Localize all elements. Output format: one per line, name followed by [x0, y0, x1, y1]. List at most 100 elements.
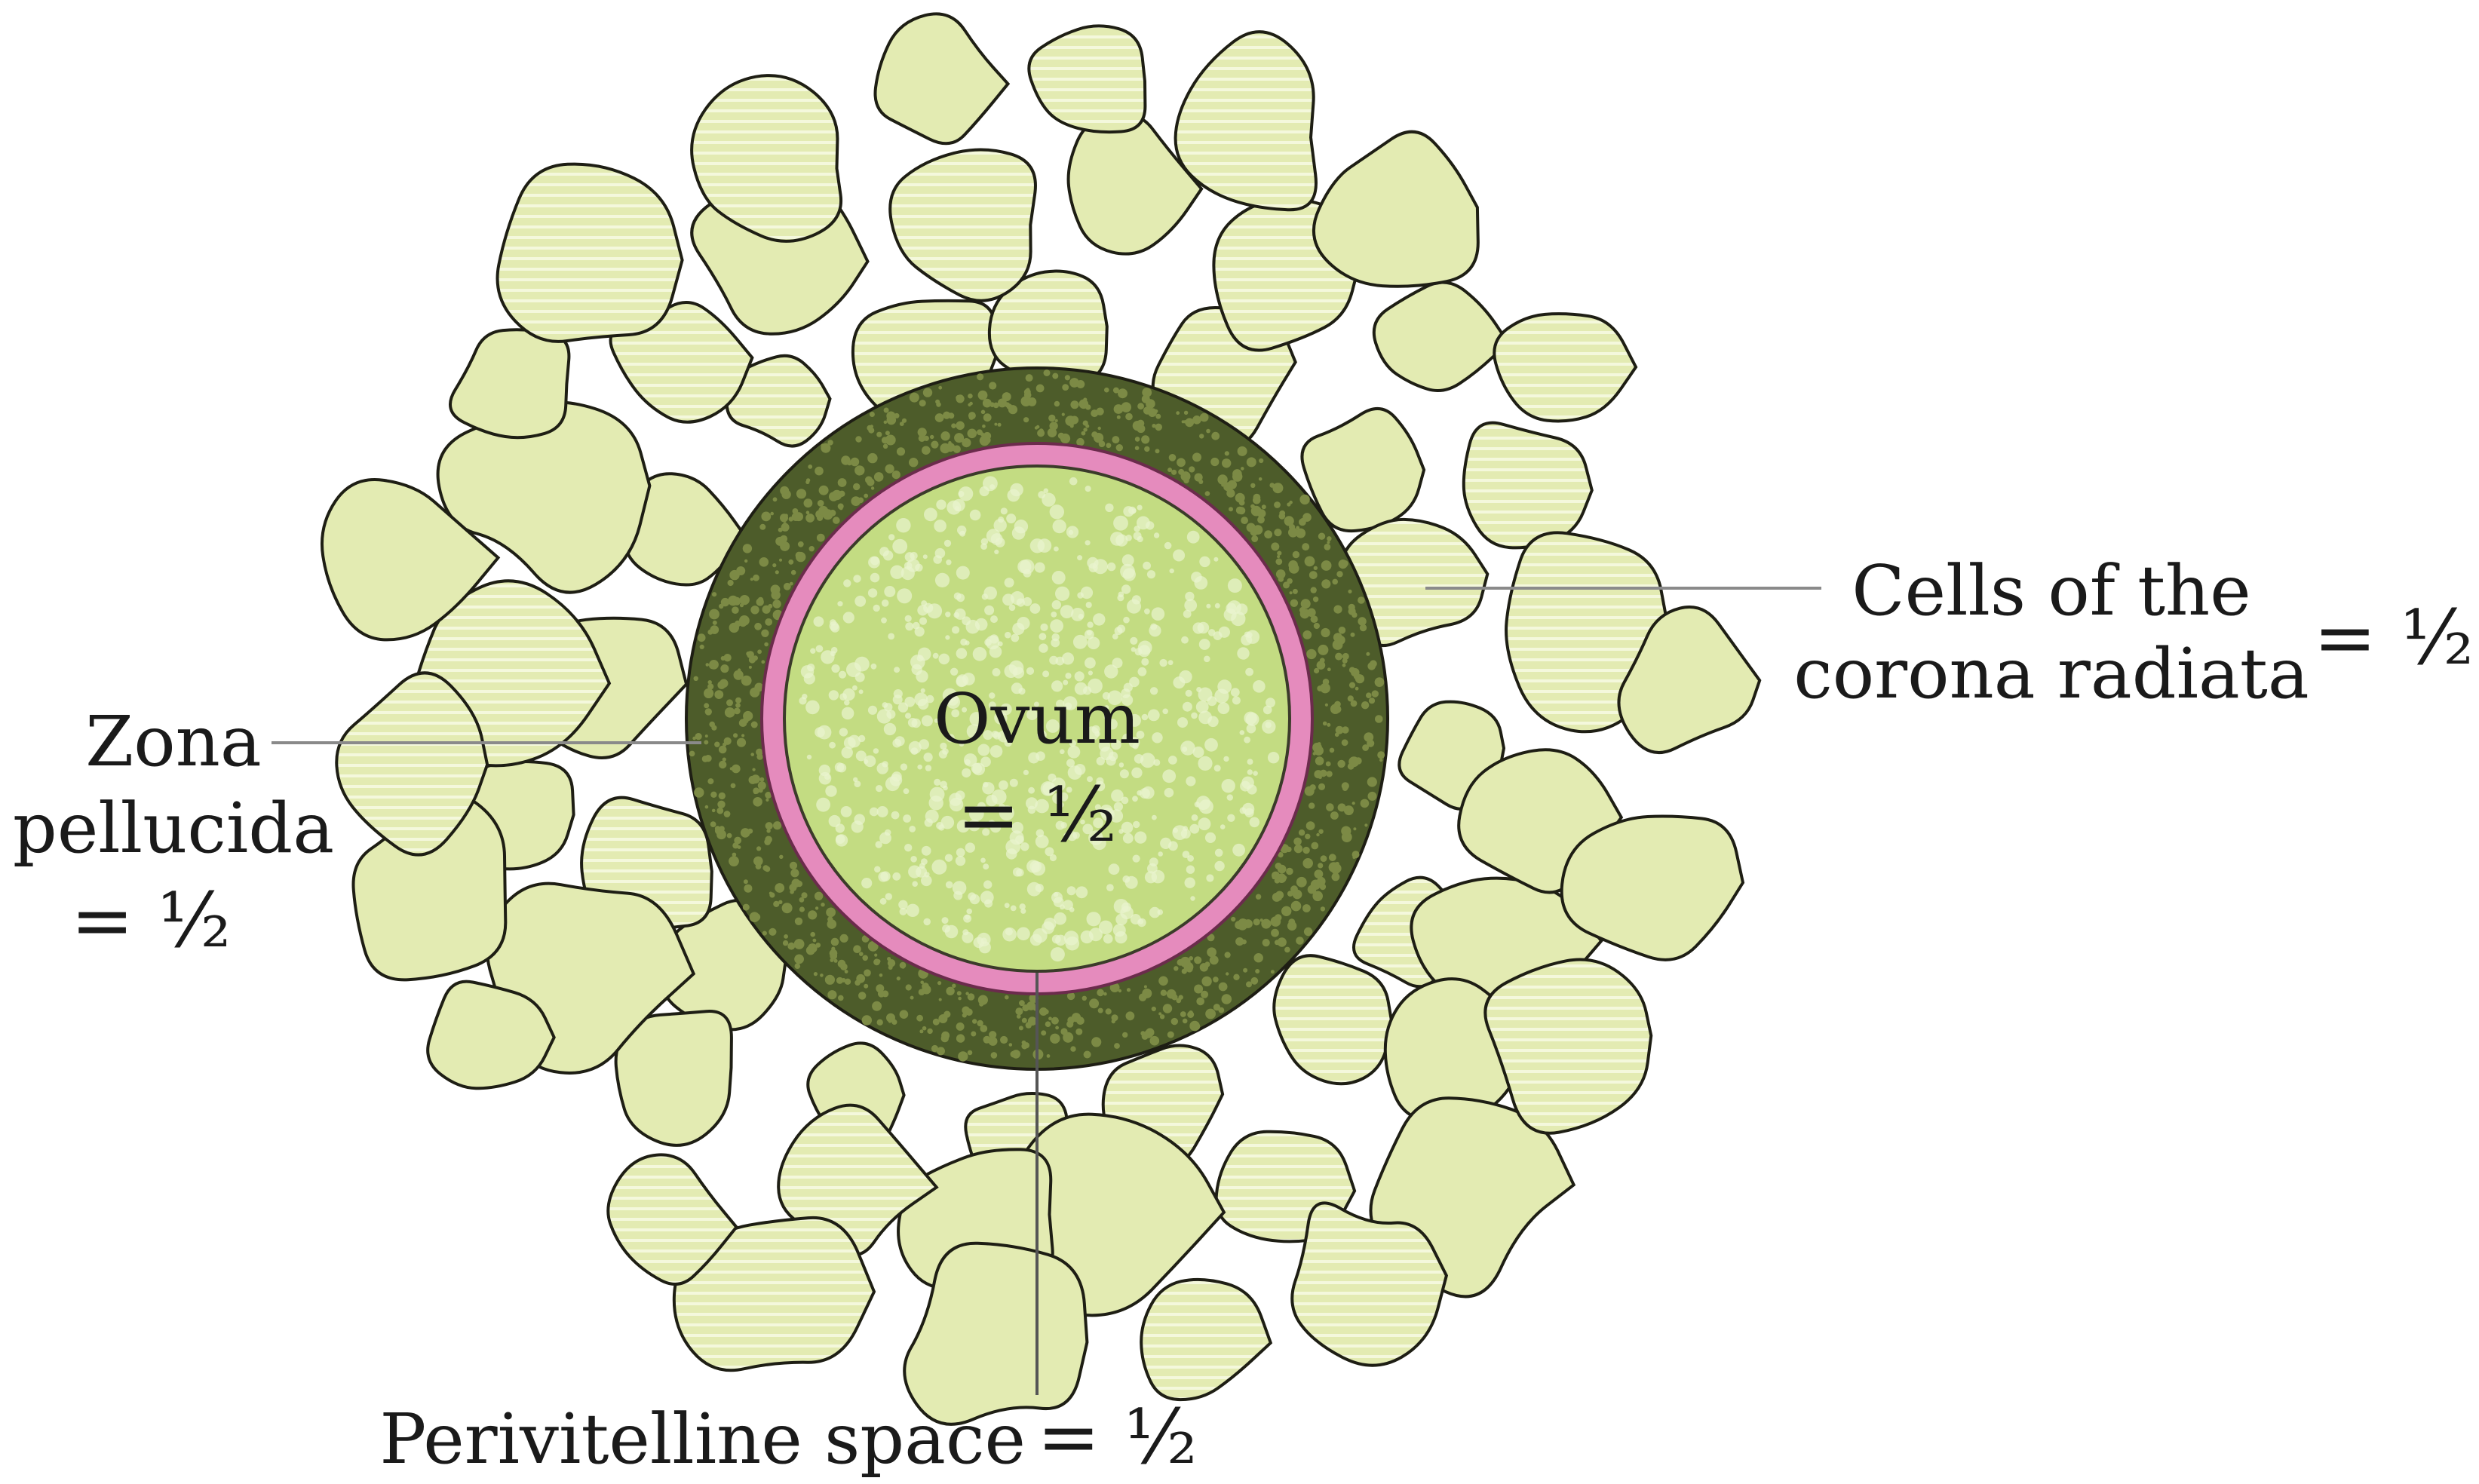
zona-speckle-dot [750, 777, 753, 780]
ovum-speckle-dot [839, 693, 847, 701]
zona-speckle-dot [758, 781, 766, 790]
ovum-speckle-dot [819, 772, 832, 785]
zona-speckle-dot [765, 618, 772, 626]
corona-cell [1029, 26, 1145, 132]
corona-cell [890, 149, 1035, 300]
ovum-speckle-dot [1099, 921, 1112, 934]
ovum-speckle-dot [921, 858, 928, 865]
ovum-speckle-dot [1173, 828, 1178, 833]
zona-speckle-dot [864, 494, 868, 498]
zona-speckle-dot [1299, 495, 1309, 504]
ovum-speckle-dot [994, 519, 1007, 532]
ovum-speckle-dot [942, 917, 949, 924]
zona-speckle-dot [931, 1045, 938, 1052]
zona-speckle-dot [872, 1001, 882, 1011]
ovum-speckle-dot [1013, 867, 1022, 876]
ovum-speckle-dot [841, 806, 852, 817]
zona-speckle-dot [759, 524, 765, 530]
zona-speckle-dot [1180, 957, 1191, 967]
zona-speckle-dot [1037, 429, 1045, 437]
ovum-speckle-dot [922, 715, 933, 726]
ovum-speckle-dot [1186, 776, 1195, 786]
ovum-speckle-dot [896, 518, 910, 532]
zona-speckle-dot [817, 534, 825, 542]
zona-speckle-dot [1351, 633, 1355, 637]
zona-speckle-dot [1222, 458, 1231, 468]
ovum-speckle-dot [1075, 886, 1088, 898]
zona-speckle-dot [1116, 444, 1123, 451]
zona-speckle-dot [1335, 653, 1342, 661]
ovum-speckle-dot [1152, 815, 1157, 820]
zona-speckle-dot [1326, 803, 1334, 811]
zona-speckle-dot [1281, 906, 1291, 916]
zona-speckle-dot [719, 604, 723, 609]
ovum-speckle-dot [1115, 627, 1123, 635]
zona-speckle-dot [983, 413, 992, 422]
ovum-speckle-dot [829, 690, 839, 700]
zona-speckle-dot [1241, 517, 1248, 524]
zona-speckle-dot [739, 719, 747, 727]
zona-speckle-dot [855, 436, 861, 442]
zona-speckle-dot [1333, 606, 1342, 614]
ovum-speckle-dot [1181, 636, 1189, 644]
zona-speckle-dot [689, 751, 695, 757]
zona-speckle-dot [732, 597, 741, 606]
ovum-speckle-dot [943, 786, 948, 791]
ovum-speckle-dot [935, 548, 946, 559]
zona-speckle-dot [1287, 502, 1290, 506]
ovum-speckle-dot [924, 753, 933, 762]
ovum-speckle-dot [1153, 759, 1160, 766]
zona-speckle-dot [1293, 551, 1299, 558]
ovum-speckle-dot [925, 818, 933, 826]
ovum-speckle-dot [945, 854, 953, 862]
ovum-speckle-dot [1115, 914, 1128, 926]
ovum-speckle-dot [904, 844, 912, 851]
zona-speckle-dot [1211, 432, 1220, 440]
ovum-speckle-dot [1149, 907, 1161, 918]
ovum-speckle-dot [1001, 507, 1008, 514]
zona-speckle-dot [1054, 401, 1060, 406]
zona-speckle-dot [1256, 894, 1261, 900]
ovum-speckle-dot [861, 878, 872, 888]
zona-speckle-dot [1366, 692, 1372, 698]
ovum-speckle-dot [1039, 643, 1048, 652]
ovum-speckle-dot [907, 559, 920, 572]
zona-speckle-dot [1127, 988, 1131, 992]
zona-speckle-dot [1305, 834, 1310, 839]
zona-speckle-dot [968, 429, 977, 439]
zona-speckle-dot [853, 945, 861, 953]
zona-speckle-dot [765, 866, 771, 872]
zona-speckle-dot [1180, 1011, 1186, 1017]
zona-speckle-dot [759, 557, 769, 567]
zona-speckle-dot [916, 1015, 923, 1022]
ovum-speckle-dot [1204, 656, 1210, 663]
zona-speckle-dot [1260, 918, 1263, 921]
zona-speckle-dot [1330, 748, 1335, 753]
zona-speckle-dot [878, 990, 885, 997]
ovum-mark: = ½ [957, 771, 1118, 859]
zona-speckle-dot [788, 560, 793, 565]
zona-speckle-dot [1327, 723, 1330, 727]
zona-speckle-dot [704, 688, 713, 698]
ovum-speckle-dot [1069, 907, 1075, 912]
ovum-speckle-dot [1030, 603, 1041, 614]
ovum-speckle-dot [959, 531, 965, 537]
zona-speckle-dot [743, 544, 752, 553]
zona-speckle-dot [728, 580, 734, 586]
zona-speckle-dot [819, 486, 829, 495]
zona-speckle-dot [709, 663, 716, 670]
zona-speckle-dot [1050, 1034, 1060, 1044]
zona-speckle-dot [900, 962, 907, 969]
zona-speckle-dot [1103, 992, 1107, 996]
zona-speckle-dot [1287, 578, 1293, 584]
zona-speckle-dot [1144, 446, 1149, 452]
zona-speckle-dot [790, 862, 797, 869]
zona-speckle-dot [808, 910, 817, 919]
zona-speckle-dot [941, 1032, 950, 1040]
ovum-speckle-dot [1020, 909, 1026, 914]
ovum-speckle-dot [897, 588, 912, 603]
zona-speckle-dot [1306, 649, 1316, 659]
ovum-speckle-dot [1186, 866, 1195, 874]
ovum-speckle-dot [1085, 540, 1091, 545]
